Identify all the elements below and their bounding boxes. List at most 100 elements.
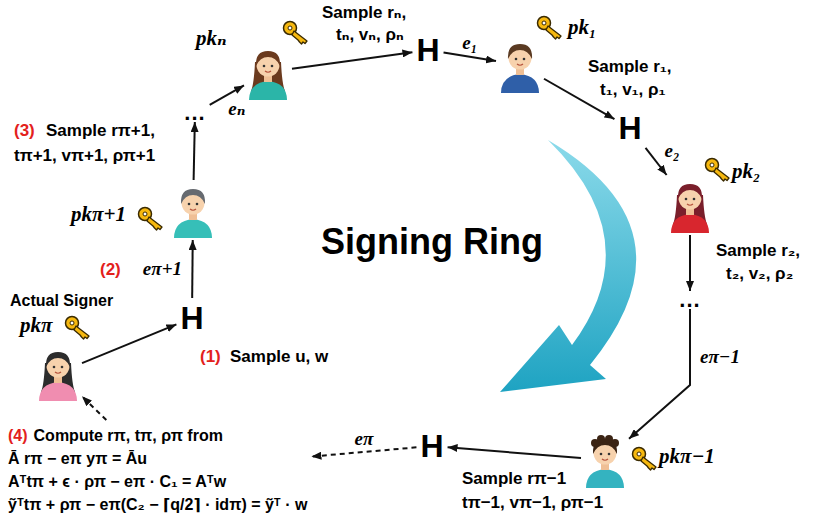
key-icon-part xyxy=(714,168,729,181)
person-icon-part xyxy=(249,81,287,100)
step-number: (2) xyxy=(100,259,121,280)
person-icon-part xyxy=(602,459,608,460)
public-key-label: pkπ−1 xyxy=(659,444,715,468)
person-icon-part xyxy=(597,435,605,443)
sample-note: tπ+1, vπ+1, ρπ+1 xyxy=(14,145,155,166)
hash-node: H xyxy=(616,110,643,146)
sample-note: tₙ, vₙ, ρₙ xyxy=(336,24,404,45)
person-icon-part xyxy=(55,372,61,373)
person-icon xyxy=(36,345,80,401)
person-icon-part xyxy=(611,439,619,447)
person-icon-part xyxy=(256,51,280,66)
step-number: (4) xyxy=(8,424,28,447)
person-icon-part xyxy=(693,198,696,201)
sample-note: t₁, v₁, ρ₁ xyxy=(600,79,666,100)
signer-caption: Actual Signer xyxy=(10,291,113,311)
person-icon-part xyxy=(600,453,603,456)
hash-symbol: H xyxy=(414,32,441,68)
person-icon xyxy=(246,44,290,100)
key-icon-part xyxy=(641,457,656,470)
person-icon-part xyxy=(46,352,70,367)
key-icon xyxy=(704,157,732,182)
arrow xyxy=(629,309,690,439)
person-icon-part xyxy=(271,65,274,68)
signer-node: pkπ−1 xyxy=(583,432,627,488)
key-icon xyxy=(282,20,310,45)
ellipsis-node: ... xyxy=(677,293,702,307)
person-icon-part xyxy=(61,366,64,369)
edge-label: e₁ xyxy=(460,33,479,53)
person-icon-part xyxy=(678,184,702,199)
public-key-label: pk₂ xyxy=(732,159,760,183)
arrow xyxy=(292,52,412,69)
equation-row: ỹᵀtπ + ρπ − eπ(C₂ − ⌈q/2⌉ · idπ) = ỹᵀ · … xyxy=(8,493,307,516)
hash-node: H xyxy=(418,428,445,464)
person-icon-part xyxy=(174,219,212,238)
signer-node: pkₙ xyxy=(246,44,290,100)
sample-note: t₂, v₂, ρ₂ xyxy=(726,263,793,284)
step-number: (1) xyxy=(200,346,221,367)
person-icon-part xyxy=(685,198,688,201)
person-icon-part xyxy=(517,64,523,65)
signer-node: pkπ+1 xyxy=(171,182,215,238)
signer-node: pk₁ xyxy=(498,37,542,93)
public-key-label: pkπ xyxy=(20,313,52,337)
key-icon xyxy=(64,315,92,340)
hash-symbol: H xyxy=(418,428,445,464)
public-key-label: pkₙ xyxy=(196,26,227,50)
person-icon xyxy=(668,177,712,233)
sample-note: Sample u, w xyxy=(230,346,328,367)
public-key-label: pkπ+1 xyxy=(71,202,126,226)
person-icon-part xyxy=(687,204,693,205)
key-icon-part xyxy=(710,163,714,167)
ellipsis: ... xyxy=(677,293,702,307)
person-icon xyxy=(583,432,627,488)
key-icon-part xyxy=(74,326,89,339)
arrow xyxy=(444,53,496,62)
compute-heading: Compute rπ, tπ, ρπ from xyxy=(34,424,223,447)
ellipsis-node: ... xyxy=(182,106,207,120)
arrow xyxy=(448,447,581,458)
public-key-label: pk₁ xyxy=(568,15,596,39)
signer-node: Actual Signerpkπ xyxy=(36,345,80,401)
sample-note: Sample rπ−1 xyxy=(462,468,566,489)
signer-node: pk₂ xyxy=(668,177,712,233)
equation: ỹᵀtπ + ρπ − eπ(C₂ − ⌈q/2⌉ · idπ) = ỹᵀ · … xyxy=(8,493,307,516)
hash-symbol: H xyxy=(178,300,205,336)
person-icon-part xyxy=(196,203,199,206)
equation-row: Aᵀtπ + ϵ · ρπ − eπ · C₁ = Aᵀw xyxy=(8,470,307,493)
person-icon-part xyxy=(515,58,518,61)
person-icon-part xyxy=(501,74,539,93)
edge-label: eπ−1 xyxy=(698,347,742,367)
edge-label: e₂ xyxy=(663,141,682,161)
hash-node: H xyxy=(414,32,441,68)
compute-block: (4) Compute rπ, tπ, ρπ fromĀ rπ − eπ yπ =… xyxy=(6,422,309,518)
person-icon xyxy=(171,182,215,238)
arrow xyxy=(194,122,195,180)
person-icon-part xyxy=(188,203,191,206)
person-icon-part xyxy=(181,189,205,204)
person-icon-part xyxy=(53,366,56,369)
hash-symbol: H xyxy=(616,110,643,146)
person-icon-part xyxy=(608,453,611,456)
step-number: (3) xyxy=(14,120,35,141)
edge-label: eπ+1 xyxy=(141,259,184,279)
dashed-arrow xyxy=(82,396,106,420)
person-icon-part xyxy=(671,214,709,233)
sample-note: Sample rₙ, xyxy=(322,2,406,23)
person-icon-part xyxy=(508,44,532,59)
sample-note: Sample r₁, xyxy=(588,56,672,77)
key-icon-part xyxy=(542,21,546,25)
person-icon-part xyxy=(265,71,271,72)
ring-title: Signing Ring xyxy=(321,221,543,263)
ellipsis: ... xyxy=(182,106,207,120)
equation-row: Ā rπ − eπ yπ = Āu xyxy=(8,447,307,470)
edge-label: eπ xyxy=(353,429,376,449)
key-icon-part xyxy=(70,321,74,325)
key-icon-part xyxy=(546,26,561,39)
person-icon-part xyxy=(263,65,266,68)
key-icon xyxy=(631,446,659,471)
equation: Ā rπ − eπ yπ = Āu xyxy=(8,447,147,470)
arrow xyxy=(689,235,691,291)
